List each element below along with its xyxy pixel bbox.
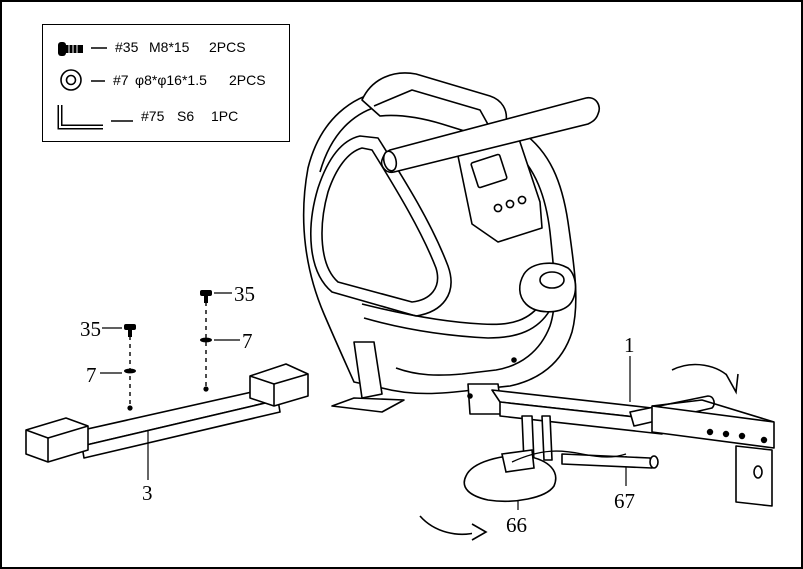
legend-part-number: #75 <box>141 108 165 124</box>
handlebar <box>380 96 601 174</box>
foot-pedal <box>463 449 557 503</box>
front-stabilizer <box>25 363 309 463</box>
legend-qty: 2PCS <box>209 39 246 55</box>
tension-cable <box>511 450 627 463</box>
callout-cable: 67 <box>614 489 635 513</box>
hex-key-icon <box>57 105 103 130</box>
main-housing <box>302 72 577 415</box>
washer-icon <box>124 368 136 374</box>
washer-icon <box>200 337 212 343</box>
legend-spec: S6 <box>177 108 195 124</box>
callout-stabilizer: 3 <box>142 481 153 505</box>
legend-item-washer: #7 φ8*φ16*1.5 2PCS <box>43 69 291 91</box>
rotation-arrow-icon <box>671 363 739 395</box>
callout-washer-left: 7 <box>86 363 97 387</box>
legend-item-bolt: #35 M8*15 2PCS <box>43 37 291 59</box>
legend-spec: M8*15 <box>149 39 190 55</box>
legend-qty: 2PCS <box>229 72 266 88</box>
legend-item-hex-key: #75 S6 1PC <box>43 105 291 130</box>
legend-qty: 1PC <box>211 108 239 124</box>
washer-icon <box>60 69 82 91</box>
callout-rail: 1 <box>624 333 635 357</box>
rotation-arrow-icon <box>419 515 488 541</box>
legend-part-number: #7 <box>113 72 129 88</box>
callout-bolt-top: 35 <box>234 282 255 306</box>
callout-foot-pedal: 66 <box>506 513 527 537</box>
callout-bolt-left: 35 <box>80 317 101 341</box>
slide-rail <box>491 389 775 507</box>
bolt-icon <box>124 324 136 337</box>
bolt-icon <box>200 290 212 303</box>
legend-part-number: #35 <box>115 39 139 55</box>
hardware-legend: #35 M8*15 2PCS #7 φ8*φ16*1.5 2PCS #75 S6… <box>42 24 290 142</box>
install-guide-lines <box>129 302 207 406</box>
callout-washer-right: 7 <box>242 329 253 353</box>
bolt-icon <box>58 42 83 56</box>
legend-spec: φ8*φ16*1.5 <box>135 72 207 88</box>
